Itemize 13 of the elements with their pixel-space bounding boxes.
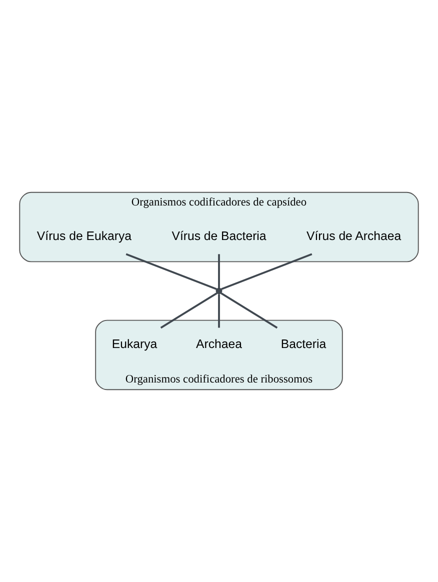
node-text: Vírus de Bacteria — [172, 229, 266, 244]
node-text: Vírus de Archaea — [306, 229, 402, 244]
node-dot — [216, 288, 222, 294]
node-text: Archaea — [196, 337, 242, 352]
connector — [160, 292, 218, 329]
connector — [218, 294, 220, 328]
node-text: Eukarya — [112, 337, 158, 352]
node-text: Bacteria — [280, 337, 326, 352]
connector — [221, 253, 312, 290]
node-text: Vírus de Eukarya — [36, 229, 132, 244]
connector — [220, 292, 278, 329]
connector — [126, 253, 217, 290]
connector — [218, 254, 220, 288]
